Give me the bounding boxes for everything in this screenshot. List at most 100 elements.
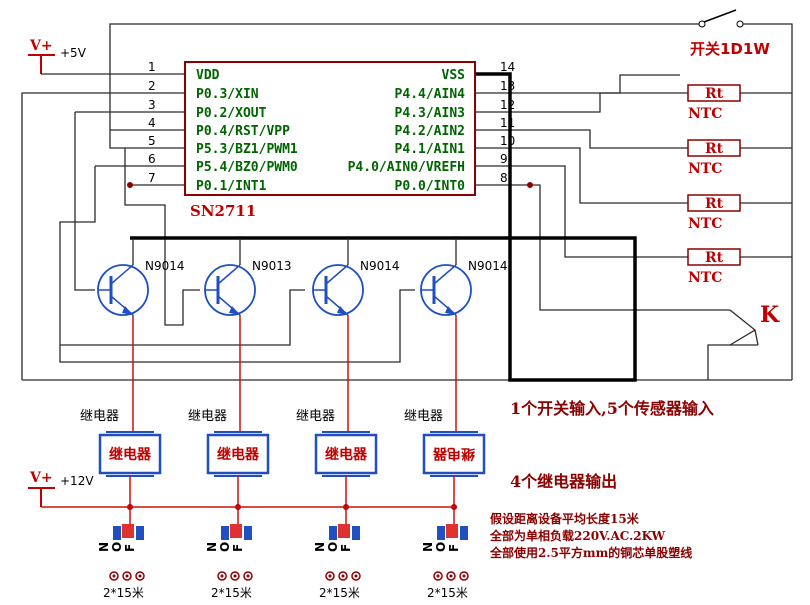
assume-line-1: 假设距离设备平均长度15米 (490, 511, 640, 526)
transistor-1: N9014 (97, 238, 185, 432)
cable-length: 2*15米 (427, 586, 468, 600)
terminal-letter: F (123, 544, 137, 552)
terminal-letter: N (421, 542, 435, 552)
inputs-note: 1个开关输入,5个传感器输入 (510, 399, 714, 418)
v12-label: +12V (60, 474, 94, 488)
pin-label: P4.4/AIN4 (395, 87, 466, 102)
pin-label: VDD (196, 68, 220, 83)
pin-label: P5.4/BZ0/PWM0 (196, 160, 298, 175)
terminal-letter: F (447, 544, 461, 552)
junction-dot (527, 182, 533, 188)
thermocouple: K (729, 302, 780, 346)
v12-symbol: V+ (29, 470, 53, 486)
pin-label: P4.0/AIN0/VREFH (348, 160, 465, 175)
thermistor-symbol: Rt (705, 141, 724, 157)
transistor-model: N9014 (360, 259, 400, 273)
terminal-letter: N (97, 542, 111, 552)
mcu-chip: SN2711 (184, 61, 476, 220)
relay-box-label: 继电器 (109, 446, 152, 463)
pin-number: 12 (500, 98, 515, 112)
pin-label: P0.1/INT1 (196, 179, 267, 194)
notes: 1个开关输入,5个传感器输入 4个继电器输出 假设距离设备平均长度15米 全部为… (489, 399, 714, 560)
assume-line-3: 全部使用2.5平方mm的铜芯单股塑线 (489, 545, 692, 560)
pin-number: 2 (148, 79, 156, 93)
pin-number: 7 (148, 171, 156, 185)
assume-line-2: 全部为单相负载220V.AC.2KW (489, 528, 666, 543)
relay-box-label: 继电器 (217, 446, 260, 463)
terminal-letter: O (218, 542, 232, 552)
pin-number: 3 (148, 98, 156, 112)
cable-length: 2*15米 (211, 586, 252, 600)
thermistor-type: NTC (688, 270, 722, 286)
terminal-letter: F (231, 544, 245, 552)
thermistor-type: NTC (688, 106, 722, 122)
thermistor-type: NTC (688, 216, 722, 232)
thermistor-type: NTC (688, 161, 722, 177)
pin-number: 4 (148, 116, 156, 130)
power-5v: V+ +5V (28, 38, 100, 75)
cable-length: 2*15米 (319, 586, 360, 600)
terminal-letter: F (339, 544, 353, 552)
thermistor-symbol: Rt (705, 250, 724, 266)
pin-number: 14 (500, 60, 515, 74)
outputs-note: 4个继电器输出 (510, 472, 617, 491)
vss-bus (130, 72, 637, 382)
thermistor-body (687, 248, 741, 266)
pin-number: 10 (500, 134, 515, 148)
transistor-model: N9014 (145, 259, 185, 273)
transistor-3: N9014 (312, 238, 400, 432)
thermocouple-label: K (760, 302, 780, 328)
terminal-letter: N (313, 542, 327, 552)
terminal-letter: O (326, 542, 340, 552)
thermistor-body (687, 139, 741, 157)
relay-caption: 继电器 (188, 409, 227, 424)
pin-number: 9 (500, 152, 508, 166)
pin-label: P5.3/BZ1/PWM1 (196, 142, 298, 157)
switch-label: 开关1D1W (690, 40, 770, 58)
relay-caption: 继电器 (80, 409, 119, 424)
pin-label: P4.2/AIN2 (395, 124, 465, 139)
relay-box-label: 继电器 (325, 446, 368, 463)
v5-label: +5V (60, 46, 87, 60)
pin-label: P4.3/AIN3 (395, 106, 465, 121)
thermistor-body (687, 194, 741, 212)
terminal-letter: O (110, 542, 124, 552)
pin-label: VSS (442, 68, 466, 83)
pin-number: 11 (500, 116, 515, 130)
cable-length: 2*15米 (103, 586, 144, 600)
relay-caption: 继电器 (404, 409, 443, 424)
pin-label: P0.4/RST/VPP (196, 124, 290, 139)
pin-number: 5 (148, 134, 156, 148)
pin-label: P4.1/AIN1 (395, 142, 466, 157)
chip-name: SN2711 (190, 202, 256, 220)
relay-caption: 继电器 (296, 409, 335, 424)
terminal-letter: O (434, 542, 448, 552)
pin-number: 6 (148, 152, 156, 166)
switch: 开关1D1W (690, 9, 770, 58)
pin-label: P0.2/XOUT (196, 106, 267, 121)
transistor-model: N9013 (252, 259, 292, 273)
relay-box-label: 继电器 (432, 445, 475, 462)
thermistor-body (687, 84, 741, 102)
pin-label: P0.0/INT0 (395, 179, 466, 194)
terminal-letter: N (205, 542, 219, 552)
pin-number: 13 (500, 79, 515, 93)
pin-label: P0.3/XIN (196, 87, 259, 102)
pin-number: 1 (148, 60, 156, 74)
power-12v: V+ +12V (28, 470, 455, 508)
v5-symbol: V+ (29, 38, 53, 54)
